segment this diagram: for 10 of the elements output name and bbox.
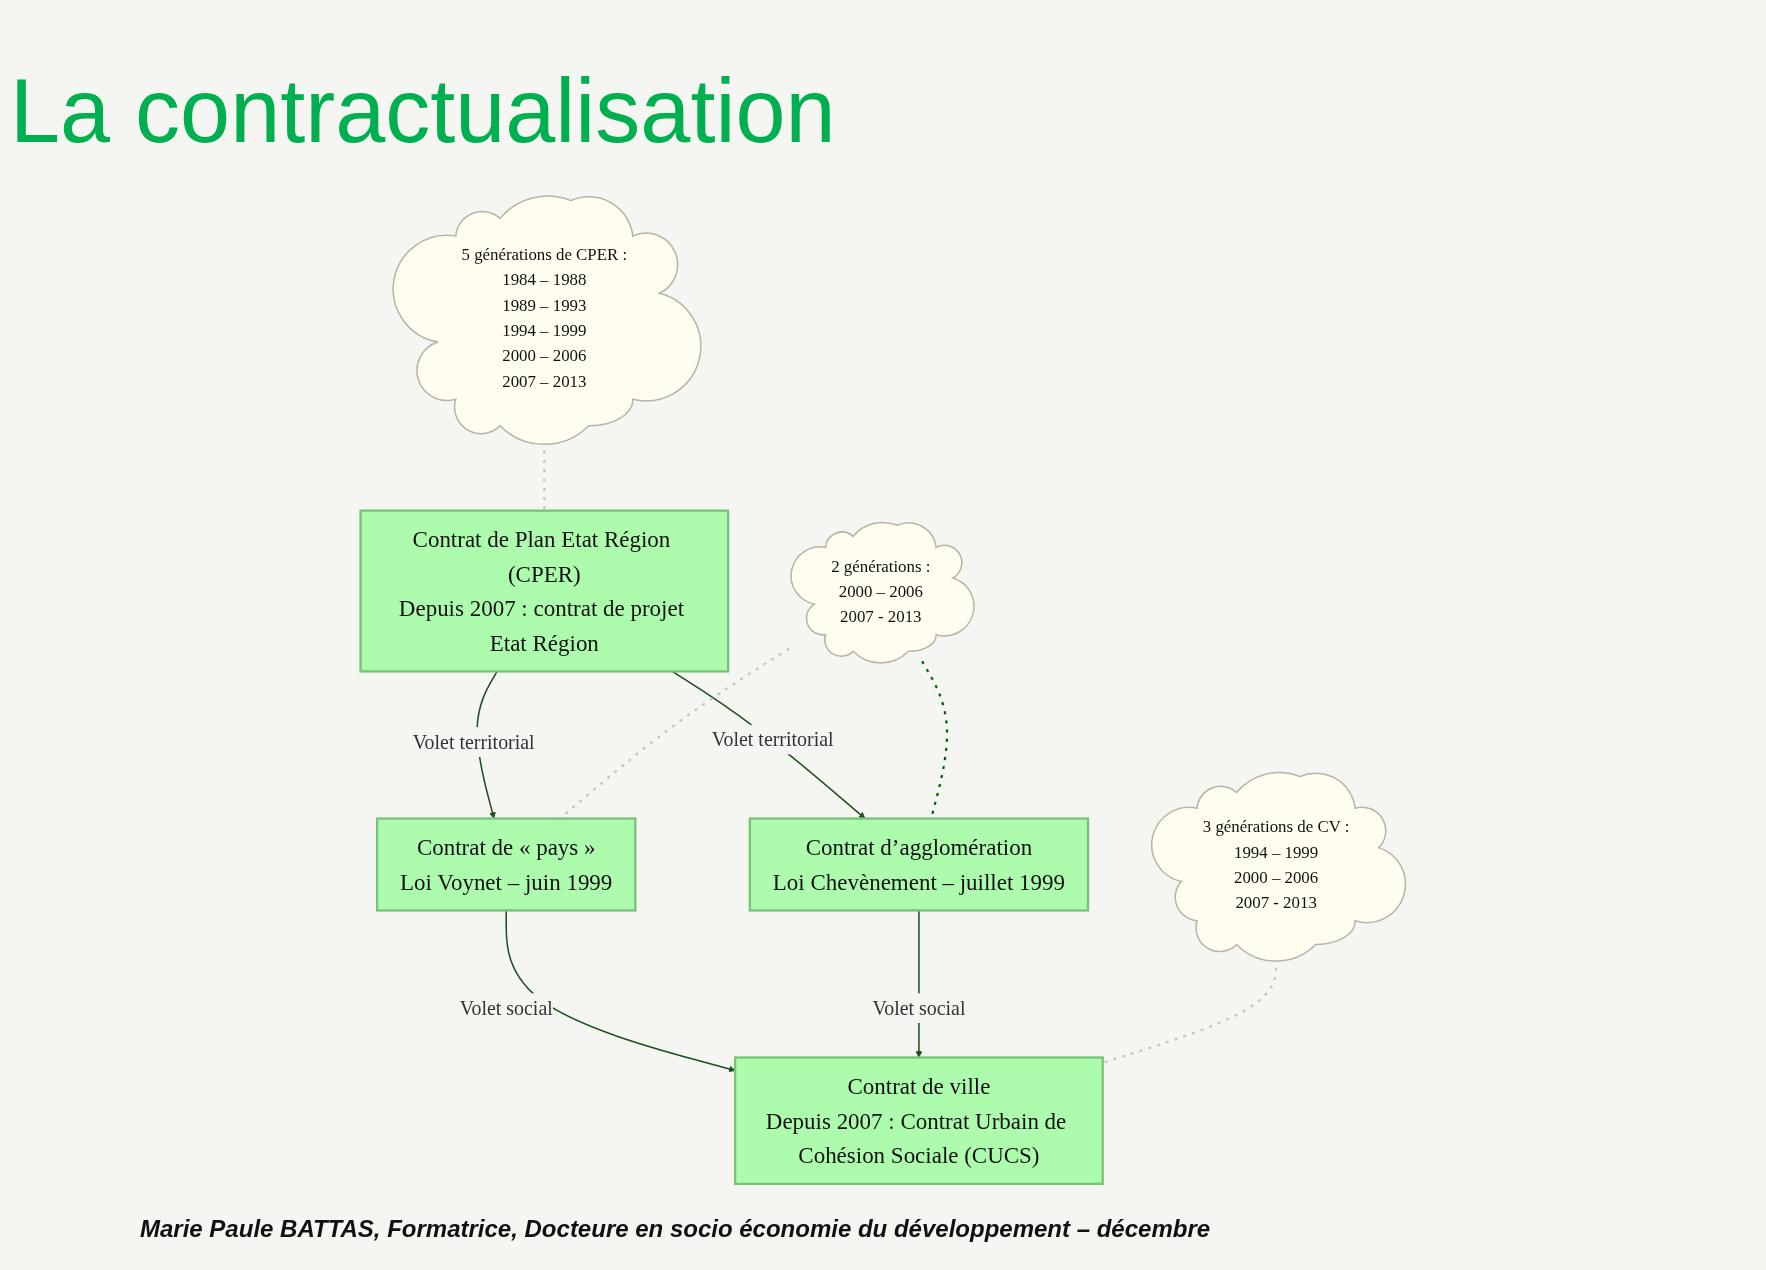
node-box: Contrat de « pays » Loi Voynet – juin 1999: [375, 817, 637, 912]
edge-label: Volet territorial: [711, 728, 834, 751]
title: La contractualisation: [10, 60, 836, 163]
node-box: Contrat d’agglomération Loi Chevènement – juillet 1999: [748, 817, 1090, 912]
footer-note: Marie Paule BATTAS, Formatrice, Docteure en socio économie du développement – décembre: [140, 1215, 1211, 1243]
edge-label: Volet territorial: [412, 730, 535, 754]
node-box: Contrat de Plan Etat Région (CPER) Depuis 2007 : contrat de projet Etat Région: [359, 509, 730, 673]
node-box: Contrat de ville Depuis 2007 : Contrat Urbain de Cohésion Sociale (CUCS): [734, 1056, 1104, 1185]
edge-label: Volet social: [459, 997, 553, 1020]
edge-label: Volet social: [872, 997, 966, 1020]
